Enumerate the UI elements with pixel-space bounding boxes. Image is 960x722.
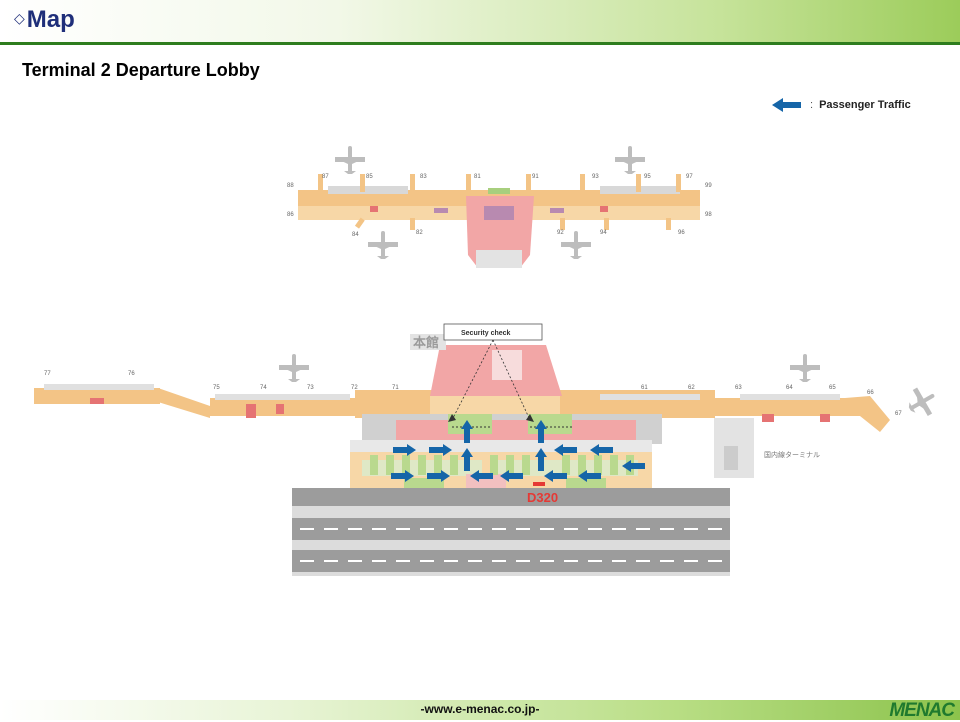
- airplane-icon: [902, 382, 942, 422]
- gate-label: 94: [600, 230, 607, 236]
- diamond-icon: ◇: [14, 10, 25, 26]
- lower-gate-labels: 77 76 75 74 73 72 71 61 62 63 64 65 66 6…: [44, 371, 902, 417]
- airplane-icon: [279, 354, 309, 382]
- page-title: ◇Map: [14, 6, 75, 34]
- header-divider: [0, 42, 960, 45]
- main-building-badge: [410, 334, 446, 350]
- satellite-concourse: [298, 174, 700, 268]
- main-terminal: [34, 345, 890, 576]
- gate-label: 97: [686, 174, 693, 180]
- gate-label: 96: [678, 230, 685, 236]
- gate-label: 61: [641, 385, 648, 391]
- location-label: D320: [527, 490, 558, 505]
- section-subtitle: Terminal 2 Departure Lobby: [22, 60, 260, 80]
- upper-gate-labels: 88 87 85 83 81 91 93 95 97 99 86 84 82 9…: [287, 174, 712, 238]
- gate-label: 76: [128, 371, 135, 377]
- gate-label: 95: [644, 174, 651, 180]
- gate-label: 72: [351, 385, 358, 391]
- gate-label: 67: [895, 411, 902, 417]
- gate-label: 77: [44, 371, 51, 377]
- gate-label: 86: [287, 212, 294, 218]
- airplane-icon: [615, 146, 645, 174]
- airplane-icon: [561, 231, 591, 259]
- legend-label: Passenger Traffic: [819, 99, 911, 111]
- header-bar: [0, 0, 960, 42]
- gate-label: 87: [322, 174, 329, 180]
- footer-bar: -www.e-menac.co.jp- MENAC: [0, 700, 960, 721]
- gate-label: 85: [366, 174, 373, 180]
- gate-label: 75: [213, 385, 220, 391]
- main-building-label: 本館: [413, 335, 439, 351]
- gate-label: 92: [557, 230, 564, 236]
- gate-label: 65: [829, 385, 836, 391]
- security-check-callout: Security check: [443, 323, 572, 428]
- gate-label: 64: [786, 385, 793, 391]
- gate-label: 88: [287, 183, 294, 189]
- page-title-text: Map: [26, 6, 75, 33]
- gate-label: 91: [532, 174, 539, 180]
- legend-separator: :: [810, 99, 814, 111]
- gate-label: 66: [867, 390, 874, 396]
- airplane-icon: [368, 231, 398, 259]
- footer-url: -www.e-menac.co.jp-: [420, 702, 540, 716]
- gate-label: 83: [420, 174, 427, 180]
- domestic-terminal-label: 国内線ターミナル: [764, 450, 820, 459]
- location-marker-icon: [533, 482, 545, 486]
- gate-label: 82: [416, 230, 423, 236]
- gate-label: 71: [392, 385, 399, 391]
- gate-label: 74: [260, 385, 267, 391]
- gate-label: 62: [688, 385, 695, 391]
- gate-label: 84: [352, 232, 359, 238]
- gate-label: 93: [592, 174, 599, 180]
- gate-label: 73: [307, 385, 314, 391]
- gate-label: 81: [474, 174, 481, 180]
- gate-label: 63: [735, 385, 742, 391]
- menac-logo: MENAC: [889, 700, 955, 721]
- airplane-icon: [790, 354, 820, 382]
- gate-label: 98: [705, 212, 712, 218]
- passenger-arrow-icon: [772, 98, 801, 112]
- security-check-label: Security check: [461, 330, 511, 337]
- map-legend: : Passenger Traffic: [772, 98, 911, 112]
- gate-label: 99: [705, 183, 712, 189]
- airplane-icon: [335, 146, 365, 174]
